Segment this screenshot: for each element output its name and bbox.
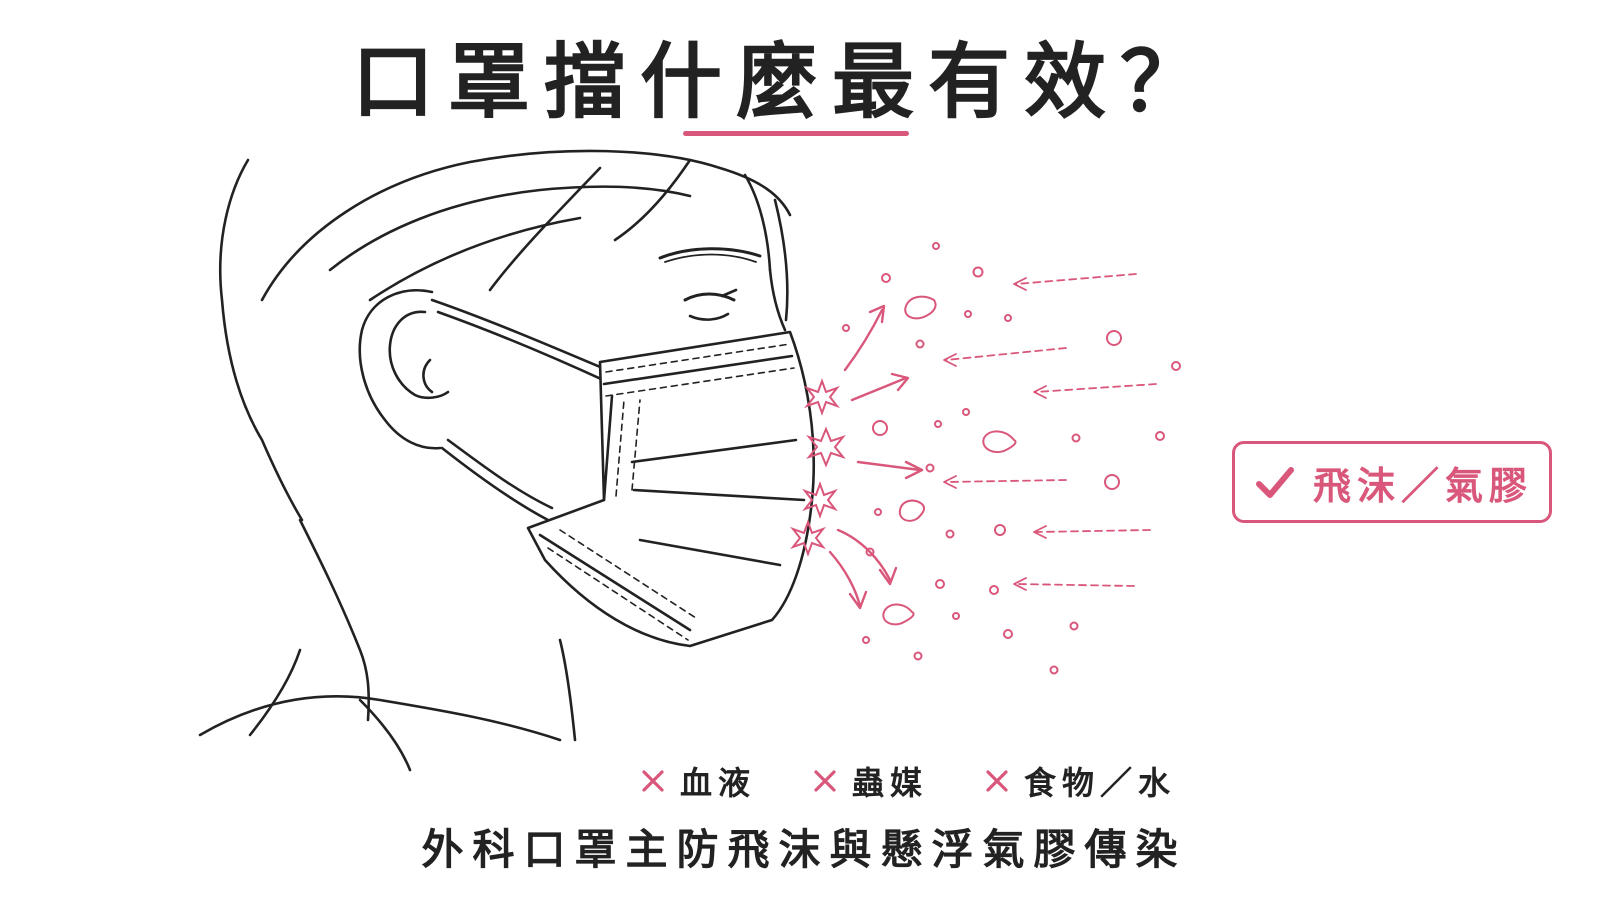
ear-loop-upper-2 (436, 310, 614, 386)
impact-burst-4 (790, 519, 826, 557)
cross-icon (814, 770, 836, 792)
eye-lash (720, 288, 738, 298)
droplet-drop-2 (982, 430, 1017, 454)
arrow-deflect-right (856, 460, 922, 472)
not-effective-item-blood: 血液 (640, 758, 756, 804)
caption: 外科口罩主防飛沫與懸浮氣膠傳染 (421, 825, 1187, 874)
title-underline (683, 131, 909, 136)
not-effective-item-insect: 蟲媒 (812, 758, 928, 804)
neck-back (248, 648, 302, 737)
head-outline (198, 149, 792, 772)
mask-top-stitch (605, 343, 791, 373)
eye-lower (688, 312, 730, 321)
ear-loop-upper (430, 298, 614, 374)
not-effective-label: 蟲媒 (852, 764, 929, 802)
incoming-arrows (943, 273, 1157, 591)
check-icon (1255, 467, 1294, 498)
blocked-arrows (828, 304, 924, 610)
mask-pleat-3 (638, 538, 782, 567)
mask-top-stitch-2 (605, 367, 795, 397)
droplet-drop-1 (904, 295, 937, 320)
mask-pleat-1 (630, 438, 798, 464)
cross-icon (986, 770, 1008, 792)
shoulder (198, 695, 562, 742)
collar (358, 698, 412, 772)
ear-fold (422, 358, 434, 394)
hair-strand-4 (613, 158, 692, 242)
arrow-deflect-upright (850, 376, 908, 402)
mask-side-stitch (615, 399, 625, 497)
eye-upper (683, 292, 736, 302)
forehead (768, 268, 787, 332)
not-effective-item-food-water: 食物／水 (984, 758, 1176, 804)
page-title: 口罩擋什麼最有效？ (351, 35, 1216, 130)
jaw (298, 518, 371, 722)
ear-outer (358, 289, 442, 450)
hair-fringe (773, 198, 789, 322)
ear-loop-lower (440, 446, 550, 522)
mask-side-stitch-2 (631, 399, 641, 491)
mask-pleat-2 (632, 488, 806, 502)
impact-burst-2 (806, 426, 846, 468)
incoming-arrow-5 (1035, 529, 1151, 533)
incoming-arrow-1 (1015, 273, 1137, 285)
mask-bottom-stitch-2 (559, 529, 697, 619)
neck-front (558, 638, 577, 742)
cross-icon (642, 770, 664, 792)
arrow-deflect-down-1 (836, 528, 892, 582)
mask (430, 298, 816, 648)
droplet-drop-4 (882, 603, 915, 626)
mask-bottom-band (538, 533, 692, 632)
not-effective-label: 血液 (680, 764, 757, 802)
not-effective-list: 血液 蟲媒 食物／水 (640, 756, 1176, 806)
incoming-arrow-2 (945, 347, 1067, 361)
eyebrow-lower (664, 253, 757, 263)
impact-bursts (790, 378, 846, 557)
hair-strand-5 (743, 173, 772, 272)
ear-inner (388, 310, 450, 400)
not-effective-label: 食物／水 (1024, 764, 1177, 802)
mask-bottom-stitch (547, 547, 689, 641)
effective-badge: 飛沫／氣膠 (1232, 441, 1552, 523)
hair-back (218, 158, 304, 522)
hair-strand-2 (368, 216, 582, 302)
hair-strand-1 (328, 185, 692, 272)
incoming-arrow-3 (1035, 383, 1157, 393)
hair-strand-3 (488, 166, 602, 292)
arrow-deflect-down-2 (828, 550, 862, 608)
eyebrow (658, 247, 762, 260)
hair-top (260, 149, 792, 302)
arrow-deflect-up (843, 308, 884, 372)
impact-burst-1 (804, 378, 840, 416)
ear-loop-lower-2 (446, 438, 554, 510)
droplet-drop-3 (898, 499, 926, 522)
incoming-arrow-4 (945, 479, 1067, 483)
incoming-arrow-6 (1015, 583, 1135, 587)
mask-top-band (602, 354, 794, 386)
mask-side-band (602, 394, 614, 502)
effective-label: 飛沫／氣膠 (1312, 463, 1533, 508)
droplet-particles (842, 242, 1181, 675)
impact-burst-3 (802, 481, 838, 519)
mask-body (526, 330, 816, 648)
